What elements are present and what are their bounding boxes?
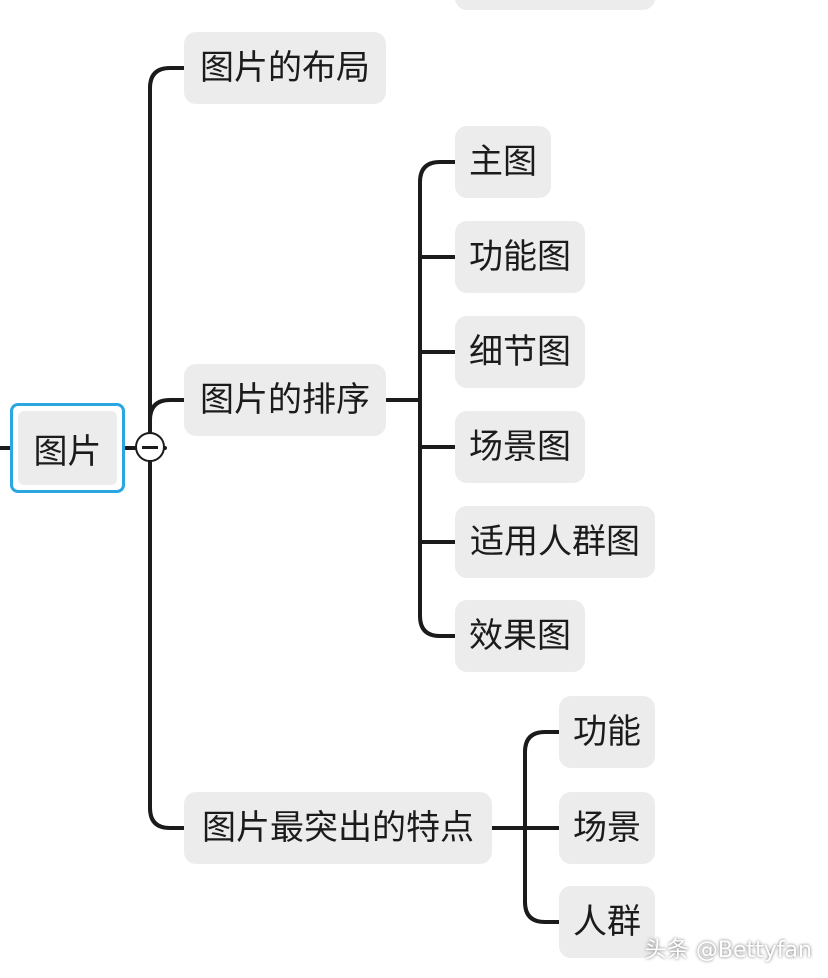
connector-branch-3 — [148, 806, 186, 830]
root-node-label: 图片 — [18, 411, 117, 485]
connector-branch-2 — [148, 398, 186, 422]
partial-node-top[interactable] — [455, 0, 655, 10]
child-node-feature-2[interactable]: 场景 — [559, 792, 655, 864]
minus-circle-icon[interactable] — [135, 432, 165, 462]
child-node-order-4[interactable]: 场景图 — [455, 411, 585, 483]
branch-node-order[interactable]: 图片的排序 — [184, 364, 386, 436]
watermark: 头条 @Bettyfan — [644, 938, 812, 963]
child-node-order-2[interactable]: 功能图 — [455, 221, 585, 293]
branch-node-layout[interactable]: 图片的布局 — [184, 32, 386, 104]
connector-branch-1 — [148, 66, 186, 90]
connector-b2-c6 — [418, 614, 457, 638]
branch-node-features[interactable]: 图片最突出的特点 — [184, 792, 492, 864]
connector-b3-c3 — [523, 900, 561, 924]
child-node-feature-1[interactable]: 功能 — [559, 696, 655, 768]
child-node-order-3[interactable]: 细节图 — [455, 316, 585, 388]
connector-b3-c1 — [523, 730, 561, 754]
child-node-order-5[interactable]: 适用人群图 — [455, 506, 655, 578]
child-node-order-6[interactable]: 效果图 — [455, 600, 585, 672]
root-node[interactable]: 图片 — [10, 403, 125, 493]
connector-b2-c1 — [418, 160, 457, 184]
child-node-feature-3[interactable]: 人群 — [559, 886, 655, 958]
child-node-order-1[interactable]: 主图 — [455, 126, 551, 198]
